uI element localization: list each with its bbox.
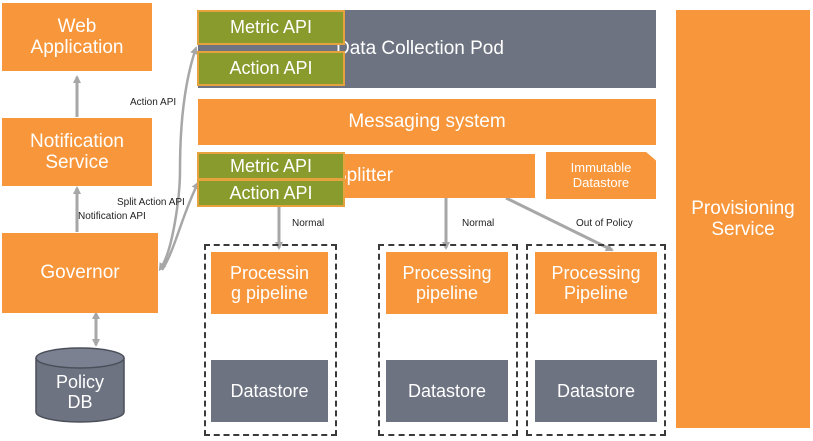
label-notification-api: Notification API — [78, 211, 146, 222]
action-api-mid-node: Action API — [197, 179, 345, 207]
governor-node: Governor — [2, 233, 158, 313]
processing-pipeline-3-node: Processing Pipeline — [535, 252, 657, 314]
datastore-1-node: Datastore — [211, 360, 328, 422]
policy-db-label: Policy DB — [55, 371, 104, 412]
immutable-datastore-node: Immutable Datastore — [546, 152, 656, 199]
label-split-action-api: Split Action API — [117, 197, 185, 208]
metric-api-top-node: Metric API — [197, 10, 345, 45]
provisioning-service-node: Provisioning Service — [676, 10, 810, 428]
label-normal-2: Normal — [462, 218, 495, 229]
pipeline-group-1 — [204, 244, 337, 436]
notification-service-node: Notification Service — [2, 118, 152, 186]
policy-db-node: Policy DB — [34, 346, 126, 424]
datastore-2-node: Datastore — [386, 360, 508, 422]
web-application-node: Web Application — [2, 3, 152, 71]
datastore-3-node: Datastore — [535, 360, 657, 422]
cylinder-shape — [35, 347, 125, 423]
label-normal-1: Normal — [292, 218, 325, 229]
processing-pipeline-1-node: Processin g pipeline — [211, 252, 328, 314]
metric-api-mid-node: Metric API — [197, 152, 345, 180]
pipeline-group-3 — [526, 244, 666, 436]
processing-pipeline-2-node: Processing pipeline — [386, 252, 508, 314]
edge-governor-to-action-api-top — [158, 46, 198, 272]
action-api-top-node: Action API — [197, 51, 345, 86]
label-out-of-policy: Out of Policy — [576, 218, 633, 229]
messaging-system-node: Messaging system — [198, 99, 656, 145]
label-action-api: Action API — [130, 97, 177, 108]
pipeline-group-2 — [378, 244, 518, 436]
